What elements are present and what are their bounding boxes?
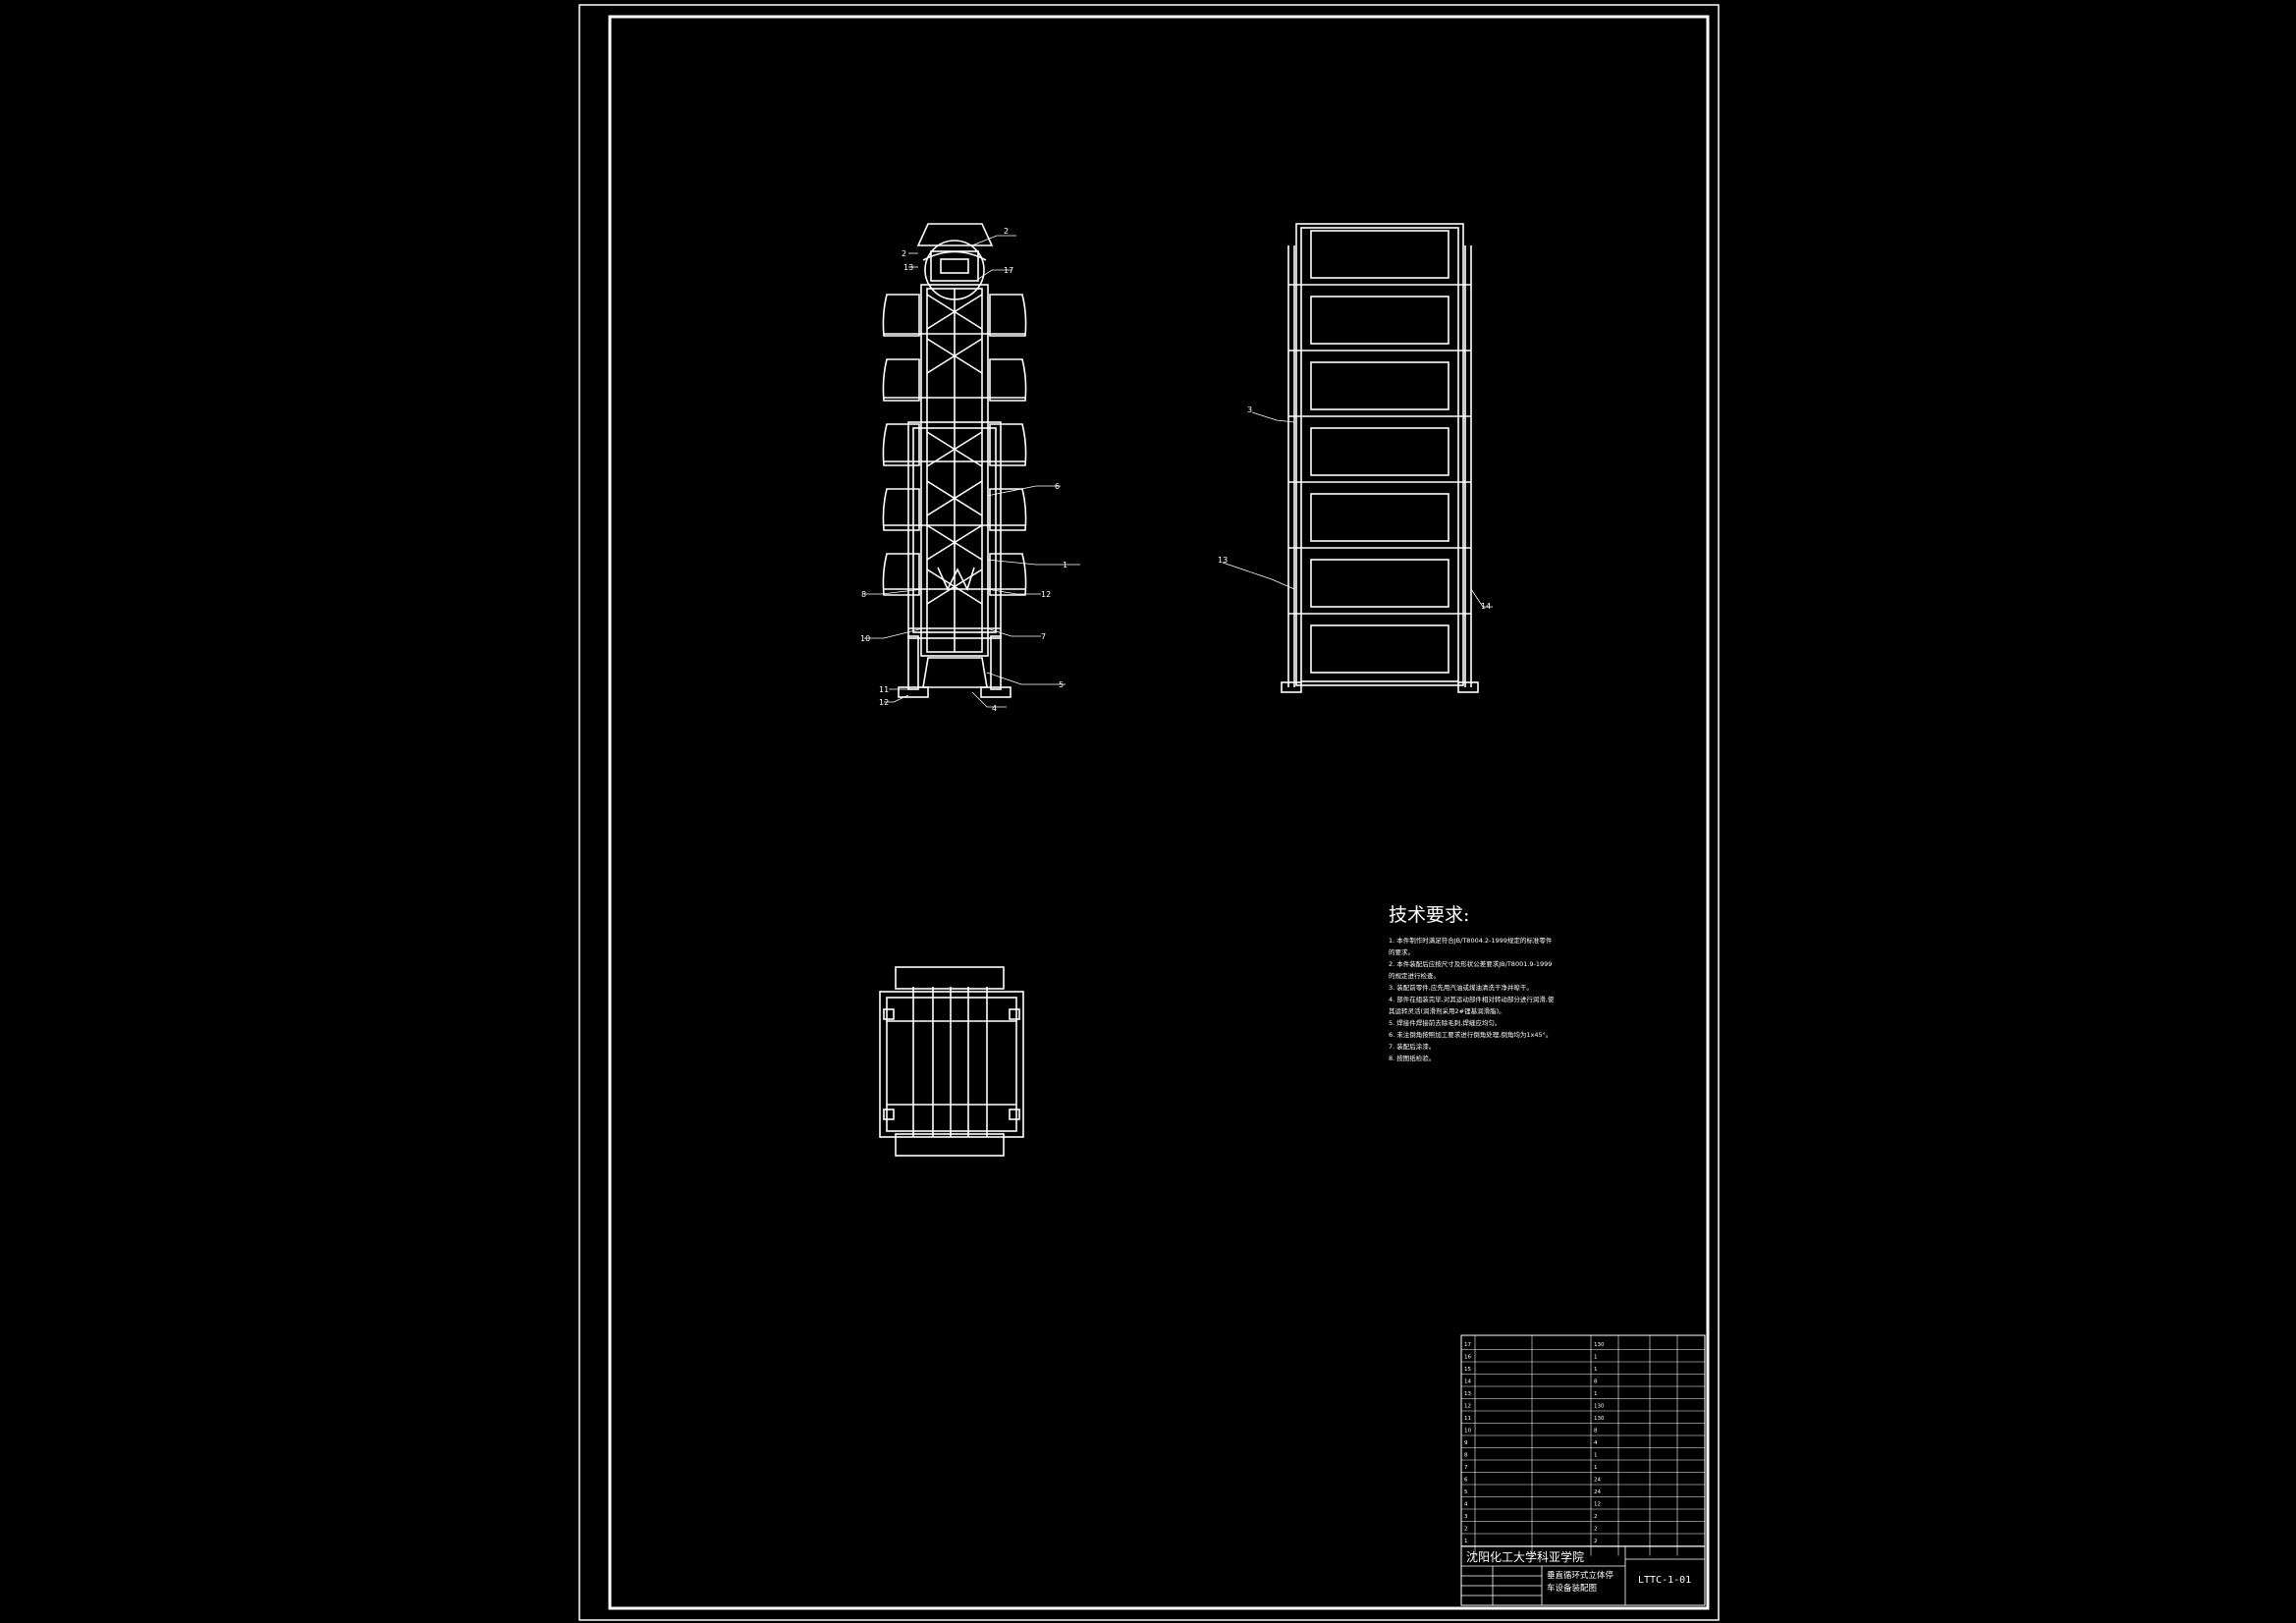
- front-view-labels: 2 2 13 17 6 1 12 7 5 4 8 10 11 12: [860, 227, 1067, 713]
- bom-item-number: 17: [1464, 1342, 1471, 1348]
- tech-requirement-item: 1. 本件制作时满足符合JB/T8004.2-1999规定的标准零件的要求。: [1389, 937, 1553, 956]
- bom-item-qty: 1: [1594, 1391, 1598, 1397]
- bom-item-number: 12: [1464, 1404, 1471, 1410]
- technical-requirements: 技术要求: 1. 本件制作时满足符合JB/T8004.2-1999规定的标准零件…: [1389, 900, 1556, 1064]
- title-block-text: 沈阳化工大学科亚学院 垂直循环式立体停 车设备装配图 LTTC-1-01: [1466, 1549, 1691, 1594]
- side-view: [1281, 223, 1479, 693]
- bom-item-qty: 1: [1594, 1465, 1598, 1471]
- leader-number: 14: [1481, 602, 1491, 611]
- bom-item-number: 6: [1464, 1478, 1468, 1484]
- front-view: [882, 223, 1027, 698]
- leader-number: 17: [1004, 266, 1013, 275]
- bom-item-qty: 8: [1594, 1380, 1598, 1385]
- bom-item-qty: 1: [1594, 1355, 1598, 1361]
- tech-requirement-item: 5. 焊接件焊接前去除毛刺,焊缝应均匀。: [1389, 1019, 1502, 1027]
- leader-number: 2: [902, 249, 906, 258]
- bom-item-number: 11: [1464, 1416, 1471, 1422]
- bom-item-qty: 4: [1594, 1440, 1598, 1446]
- tech-requirement-item: 4. 部件在组装完毕,对其运动部件相对转动部分进行润滑,使其运转灵活(润滑剂采用…: [1389, 996, 1555, 1015]
- bom-item-number: 4: [1464, 1502, 1468, 1508]
- leader-number: 13: [903, 263, 913, 272]
- bom-item-number: 10: [1464, 1429, 1471, 1434]
- side-view-labels: 3 13 14: [1218, 406, 1491, 611]
- leader-number: 4: [992, 704, 997, 713]
- sheet-border: [578, 4, 1720, 1621]
- bom-item-number: 16: [1464, 1355, 1471, 1361]
- leader-number: 6: [1055, 482, 1060, 491]
- bom-item-number: 13: [1464, 1391, 1471, 1397]
- bom-item-qty: 2: [1594, 1527, 1598, 1533]
- bom-item-qty: 2: [1594, 1514, 1598, 1520]
- leader-number: 5: [1059, 680, 1064, 689]
- leader-number: 12: [1041, 590, 1051, 599]
- bom-item-number: 2: [1464, 1527, 1468, 1533]
- drawing-title: 车设备装配图: [1547, 1583, 1597, 1594]
- tech-requirement-item: 2. 本件装配后应按尺寸及形状公差要求JB/T8001.9-1999的规定进行检…: [1389, 960, 1553, 980]
- bom-item-number: 7: [1464, 1465, 1468, 1471]
- leader-number: 11: [879, 685, 889, 694]
- bom-item-number: 8: [1464, 1453, 1468, 1459]
- tech-requirement-item: 6. 未注倒角按照加工要求进行倒角处理,倒角均为1x45°。: [1389, 1031, 1553, 1039]
- bom-item-number: 9: [1464, 1440, 1468, 1446]
- top-view: [879, 966, 1024, 1157]
- leader-number: 3: [1247, 406, 1252, 414]
- bom-item-qty: 1: [1594, 1453, 1598, 1459]
- bom-item-number: 15: [1464, 1367, 1471, 1373]
- leader-number: 8: [861, 590, 866, 599]
- bom-item-qty: 1: [1594, 1367, 1598, 1373]
- title-block: [1460, 1334, 1706, 1606]
- bom-item-number: 3: [1464, 1514, 1468, 1520]
- drawing-title: 垂直循环式立体停: [1547, 1570, 1614, 1581]
- drawing-number: LTTC-1-01: [1638, 1575, 1691, 1586]
- bom-item-qty: 2: [1594, 1539, 1598, 1544]
- bom-item-qty: 8: [1594, 1429, 1598, 1434]
- bom-item-number: 1: [1464, 1539, 1468, 1544]
- leader-number: 1: [1063, 561, 1067, 569]
- tech-requirement-item: 8. 按图纸检验。: [1389, 1055, 1436, 1062]
- leader-number: 13: [1218, 556, 1228, 565]
- school-name: 沈阳化工大学科亚学院: [1466, 1549, 1584, 1564]
- bom-item-qty: 24: [1594, 1478, 1601, 1484]
- tech-requirement-item: 3. 装配前零件,应先用汽油或煤油清洗干净并晾干。: [1389, 984, 1533, 992]
- tech-requirement-item: 7. 装配后涂漆。: [1389, 1043, 1436, 1051]
- leader-number: 2: [1004, 227, 1009, 236]
- bom-item-qty: 12: [1594, 1502, 1601, 1508]
- side-view-leaders: [1222, 411, 1493, 608]
- bom-item-qty: 130: [1594, 1404, 1605, 1410]
- tech-requirements-heading: 技术要求:: [1389, 904, 1470, 926]
- front-view-leaders: [864, 235, 1080, 708]
- leader-number: 10: [860, 634, 870, 643]
- title-block-grid: [1461, 1546, 1705, 1605]
- bom-item-number: 14: [1464, 1380, 1471, 1385]
- bom-item-qty: 130: [1594, 1342, 1605, 1348]
- leader-number: 7: [1041, 632, 1046, 641]
- bom-item-number: 5: [1464, 1489, 1468, 1495]
- bom-grid: [1460, 1335, 1706, 1556]
- bom-item-qty: 130: [1594, 1416, 1605, 1422]
- leader-number: 12: [879, 698, 889, 707]
- bom-item-qty: 24: [1594, 1489, 1601, 1495]
